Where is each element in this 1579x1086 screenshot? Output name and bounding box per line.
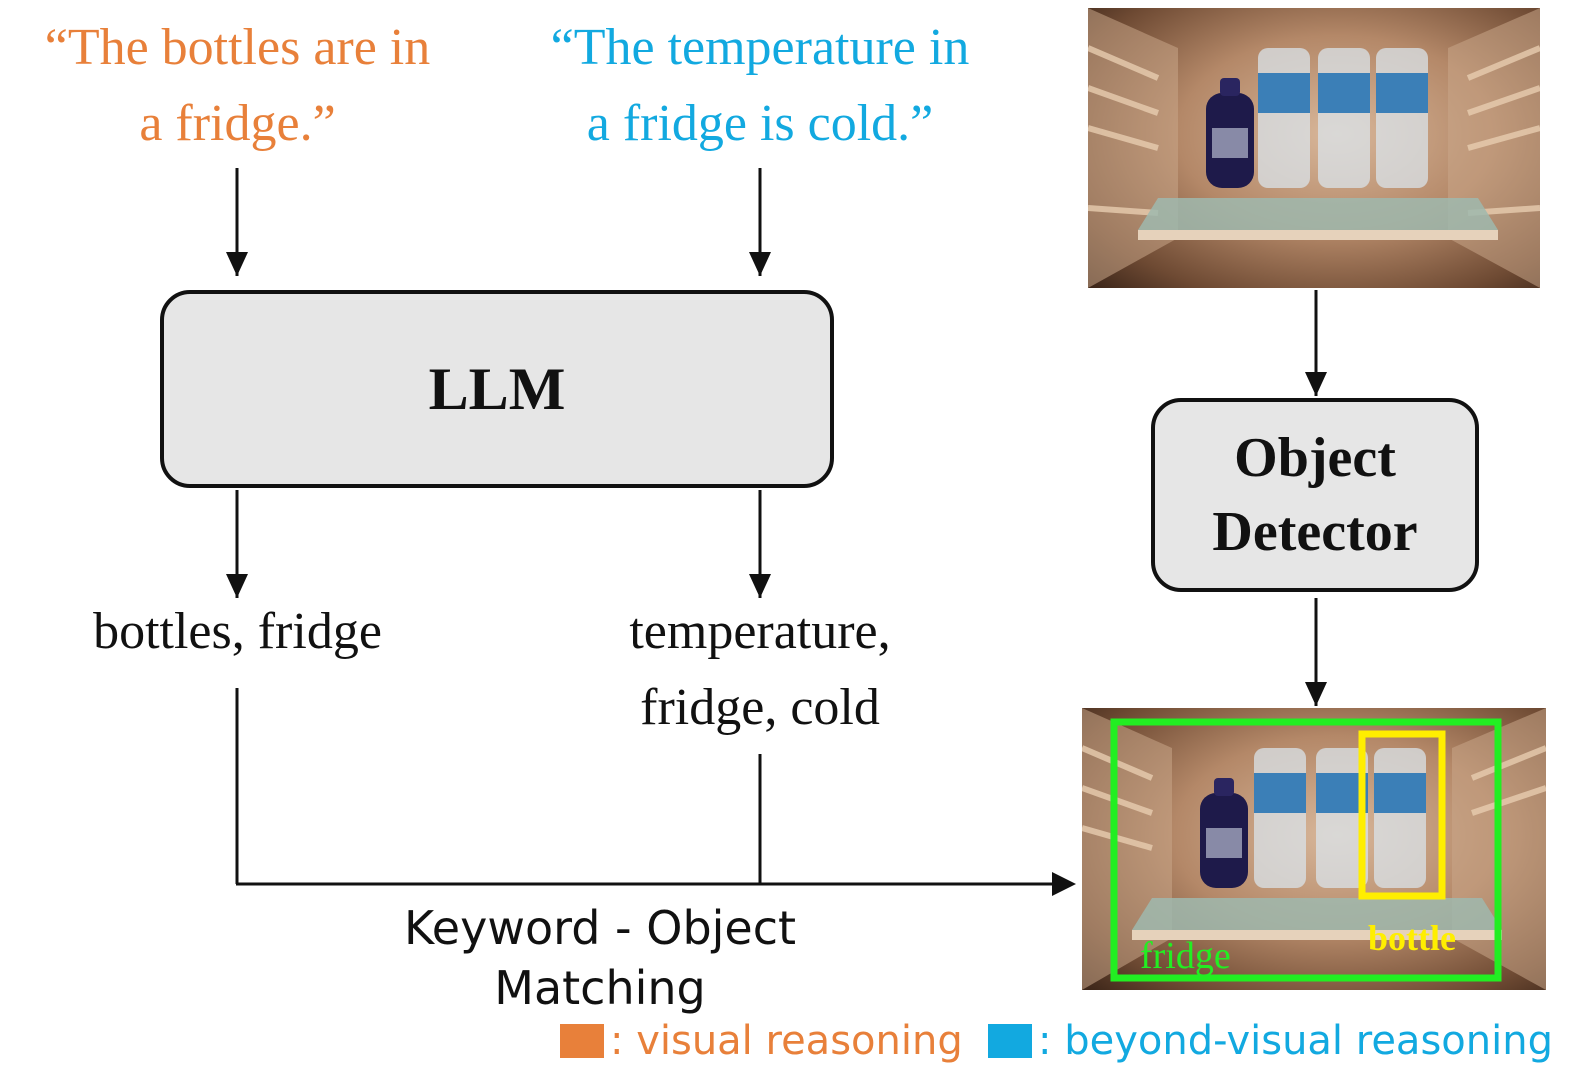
beyond-quote-line1: “The temperature in: [550, 19, 970, 76]
beyond-keywords-line2: fridge, cold: [640, 679, 880, 736]
matching-label: Keyword - Object Matching: [403, 901, 797, 1015]
fridge-detection-image: fridge bottle: [1082, 708, 1546, 990]
llm-label: LLM: [428, 355, 566, 422]
fridge-detection-box: [1110, 718, 1502, 982]
llm-box: LLM: [160, 290, 834, 488]
legend-beyond-swatch: [988, 1024, 1032, 1058]
detector-label-line1: Object: [1234, 427, 1396, 489]
fridge-input-illustration: [1088, 8, 1540, 288]
fridge-input-image: [1088, 8, 1540, 288]
object-detector-box: Object Detector: [1151, 398, 1479, 592]
visual-keywords: bottles, fridge: [93, 603, 382, 660]
bottle-detection-box: [1358, 730, 1446, 900]
detector-label-line2: Detector: [1212, 501, 1418, 563]
beyond-quote: “The temperature in a fridge is cold.”: [505, 10, 1015, 162]
legend-visual-label: : visual reasoning: [610, 1018, 963, 1064]
beyond-keywords-line1: temperature,: [629, 603, 891, 660]
legend-visual-swatch: [560, 1024, 604, 1058]
beyond-keywords: temperature, fridge, cold: [560, 594, 960, 746]
bottle-detection-label: bottle: [1368, 918, 1456, 958]
visual-quote-line1: “The bottles are in: [44, 19, 431, 76]
visual-quote-line2: a fridge.”: [139, 95, 336, 152]
fridge-detection-illustration: [1082, 708, 1546, 990]
visual-quote: “The bottles are in a fridge.”: [0, 10, 475, 162]
legend-beyond-label: : beyond-visual reasoning: [1038, 1018, 1553, 1064]
fridge-detection-label: fridge: [1140, 935, 1231, 977]
beyond-quote-line2: a fridge is cold.”: [586, 95, 934, 152]
